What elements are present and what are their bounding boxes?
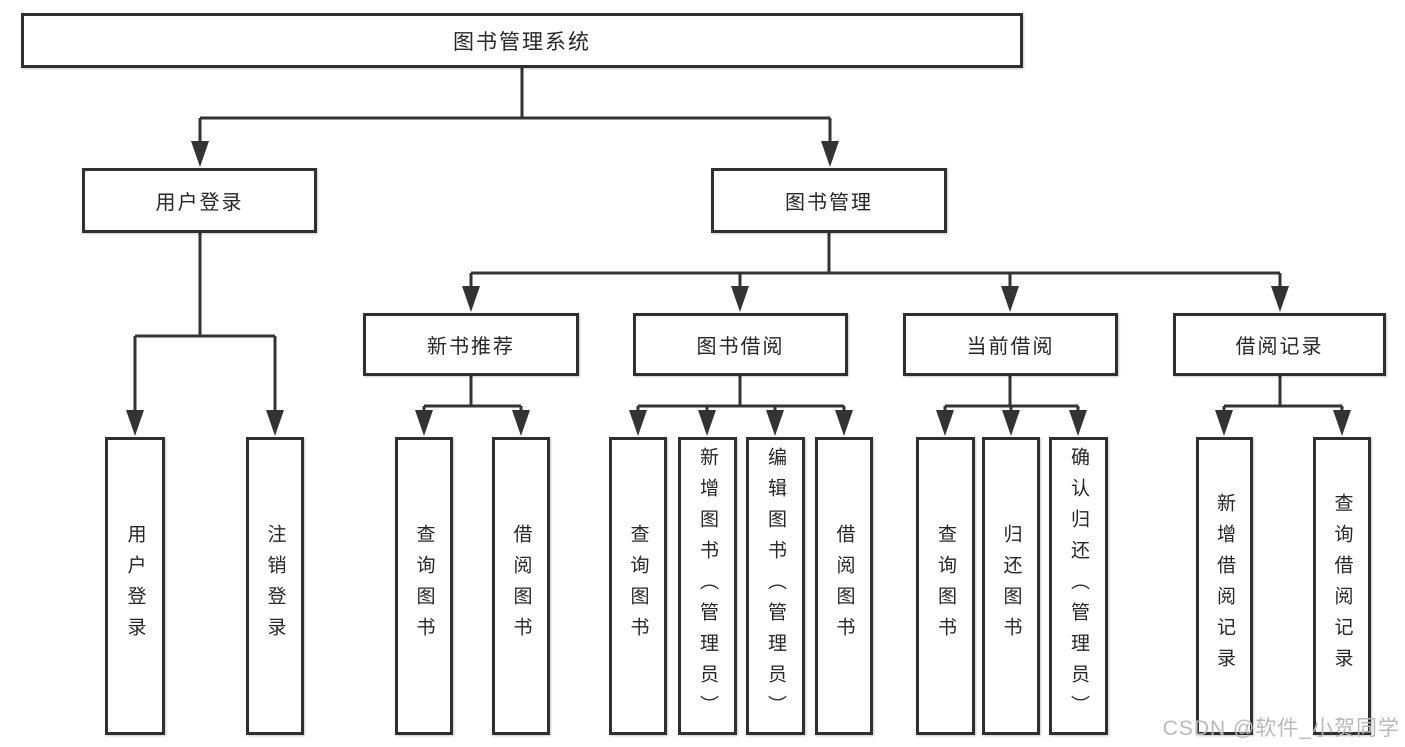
- node-label: 图书管理系统: [453, 30, 591, 54]
- node-book-borrowing: 图书借阅: [633, 313, 848, 376]
- node-label: 借阅图书: [510, 524, 532, 648]
- leaf-query-books-current: 查询图书: [916, 437, 975, 735]
- node-label: 确认归还（管理员）: [1068, 446, 1089, 726]
- node-label: 编辑图书（管理员）: [765, 446, 786, 726]
- node-label: 查询图书: [935, 524, 956, 648]
- node-label: 图书管理: [785, 192, 873, 214]
- node-label: 借阅图书: [833, 524, 855, 648]
- leaf-logout-login: 注销登录: [246, 437, 304, 735]
- leaf-add-books-admin: 新增图书（管理员）: [678, 437, 737, 735]
- node-label: 归还图书: [1000, 524, 1022, 648]
- node-label: 新书推荐: [427, 336, 515, 358]
- node-book-management: 图书管理: [711, 168, 947, 233]
- node-new-book-recommendation: 新书推荐: [363, 313, 579, 376]
- node-label: 查询图书: [413, 524, 435, 648]
- leaf-borrow-books-borrowing: 借阅图书: [815, 437, 873, 735]
- node-label: 用户登录: [124, 524, 146, 648]
- leaf-query-books-borrowing: 查询图书: [609, 437, 667, 735]
- csdn-watermark: CSDN @软件_小贺同学: [1162, 717, 1400, 740]
- node-borrowing-records: 借阅记录: [1173, 313, 1386, 376]
- node-library-management-system: 图书管理系统: [21, 13, 1023, 68]
- node-label: 查询借阅记录: [1331, 493, 1353, 679]
- node-label: 当前借阅: [966, 336, 1055, 358]
- node-current-borrowing: 当前借阅: [903, 313, 1118, 376]
- node-label: 注销登录: [264, 524, 286, 648]
- leaf-edit-books-admin: 编辑图书（管理员）: [746, 437, 805, 735]
- node-label: 借阅记录: [1235, 336, 1324, 358]
- leaf-add-borrow-record: 新增借阅记录: [1196, 437, 1253, 735]
- leaf-borrow-books-recommend: 借阅图书: [492, 437, 550, 735]
- node-label: 新增借阅记录: [1214, 493, 1235, 679]
- leaf-confirm-return-admin: 确认归还（管理员）: [1049, 437, 1108, 735]
- node-user-login: 用户登录: [82, 168, 317, 233]
- node-label: 用户登录: [155, 192, 244, 214]
- leaf-user-login: 用户登录: [105, 437, 165, 735]
- leaf-return-books: 归还图书: [982, 437, 1040, 735]
- node-label: 查询图书: [627, 524, 649, 648]
- node-label: 新增图书（管理员）: [697, 446, 718, 726]
- leaf-query-books-recommend: 查询图书: [395, 437, 453, 735]
- leaf-query-borrow-record: 查询借阅记录: [1313, 437, 1371, 735]
- node-label: 图书借阅: [696, 336, 785, 358]
